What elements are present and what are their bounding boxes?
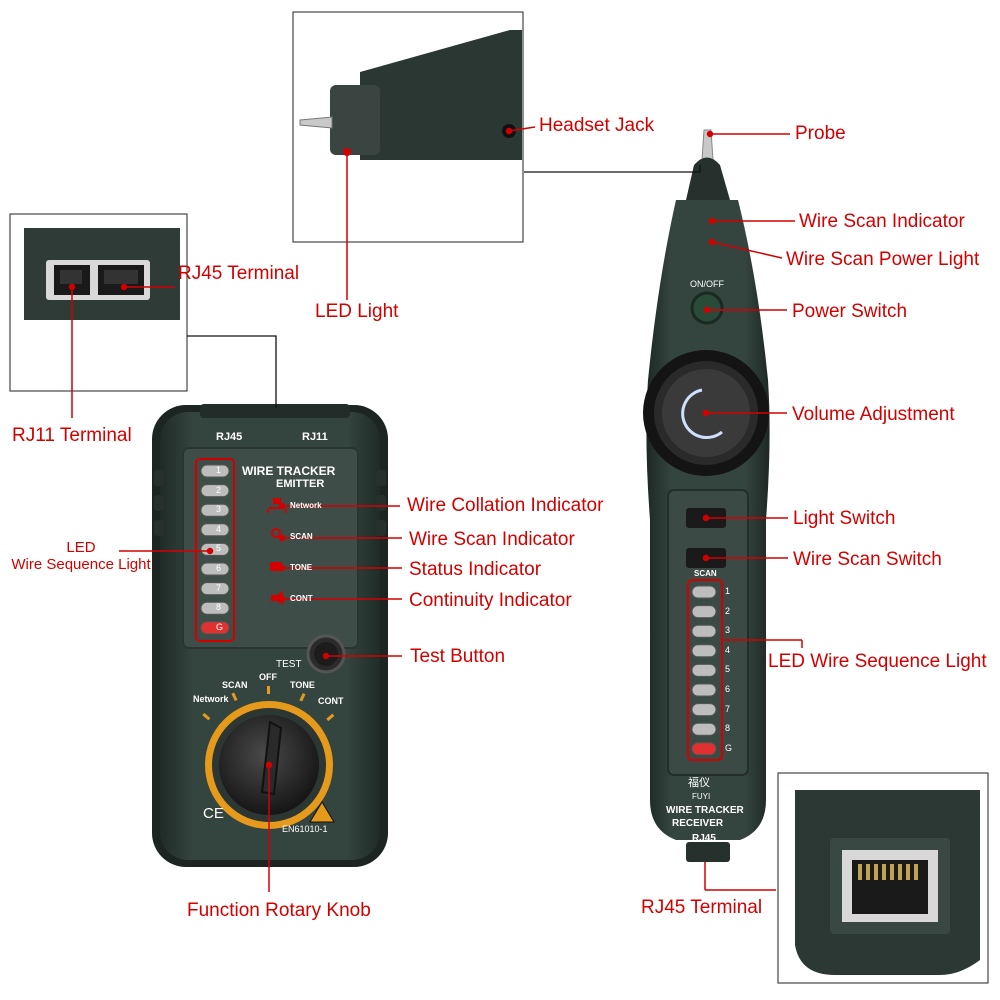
dial-tick-marks: [202, 686, 335, 722]
receiver-led-label-2: 2: [725, 605, 731, 616]
receiver-port-label: RJ45: [692, 833, 716, 844]
emitter-led-label-1: 1: [216, 465, 222, 475]
emitter-led-8: [200, 601, 230, 615]
callout-leaders: [68, 126, 803, 892]
emitter-indicator-scan: SCAN: [290, 532, 313, 541]
emitter-led-label-4: 4: [216, 523, 222, 534]
emitter-dial-network: Network: [193, 694, 229, 704]
callout-light-switch: Light Switch: [793, 508, 896, 529]
emitter-ce-mark: CE: [203, 805, 224, 822]
callout-continuity-indicator: Continuity Indicator: [409, 590, 572, 611]
receiver-led-label-4: 4: [725, 644, 731, 655]
emitter-led-5: [200, 542, 230, 556]
emitter-led-2: [200, 484, 230, 498]
emitter-test-label: TEST: [276, 659, 302, 670]
receiver-brand-cn: 福仪: [688, 777, 710, 789]
callout-wire-scan-power-light: Wire Scan Power Light: [786, 249, 980, 270]
callout-headset-jack: Headset Jack: [539, 115, 655, 136]
emitter-dial-scan: SCAN: [222, 680, 248, 690]
emitter-led-label-5: 5: [216, 543, 222, 554]
callout-wire-scan-indicator-receiver: Wire Scan Indicator: [799, 211, 965, 232]
receiver-led-6: [691, 683, 717, 697]
receiver-led-G: [691, 742, 717, 756]
emitter-led-column: [200, 464, 230, 635]
callout-led-line1: LED: [66, 539, 96, 556]
emitter-led-label-8: 8: [216, 602, 222, 613]
emitter-led-label-G: G: [216, 621, 224, 632]
emitter-led-label-2: 2: [216, 484, 222, 495]
callout-rj45-terminal-top: RJ45 Terminal: [178, 263, 300, 284]
emitter-title-2: EMITTER: [276, 478, 325, 490]
receiver-led-label-8: 8: [725, 723, 731, 734]
inset-connector-lines: [187, 165, 701, 408]
receiver-title-2: RECEIVER: [672, 818, 724, 829]
inset-emitter-ports: [9, 213, 188, 392]
emitter-standard: EN61010-1: [282, 824, 328, 834]
emitter-led-label-6: 6: [216, 563, 222, 573]
callout-wire-collation-indicator: Wire Collation Indicator: [407, 495, 604, 516]
emitter-led-7: [200, 582, 230, 596]
receiver-led-label-G: G: [725, 742, 733, 753]
inset-headset-jack: [292, 11, 524, 243]
receiver-led-7: [691, 703, 717, 717]
emitter-led-4: [200, 523, 230, 537]
receiver-led-1: [691, 585, 717, 599]
emitter-rj11-tab: RJ11: [302, 431, 328, 443]
receiver-led-label-1: 1: [725, 586, 731, 596]
emitter-title-1: WIRE TRACKER: [242, 464, 336, 478]
receiver-power-label: ON/OFF: [690, 279, 724, 289]
callout-led-light: LED Light: [315, 301, 399, 322]
callout-volume-adjustment: Volume Adjustment: [792, 404, 955, 425]
callout-rj45-terminal-bottom: RJ45 Terminal: [641, 897, 763, 918]
emitter-dial-off: OFF: [259, 672, 277, 682]
warning-icon: [309, 801, 335, 823]
emitter-led-3: [200, 503, 230, 517]
callout-rj11-terminal: RJ11 Terminal: [12, 425, 132, 446]
receiver-led-2: [691, 605, 717, 619]
callout-wire-scan-switch: Wire Scan Switch: [793, 549, 942, 570]
receiver-led-3: [691, 624, 717, 638]
receiver-led-label-7: 7: [725, 703, 731, 714]
callout-led-wire-sequence-light-receiver: LED Wire Sequence Light: [768, 651, 987, 672]
receiver-brand: FUYI: [692, 792, 711, 801]
emitter-indicator-cont: CONT: [290, 594, 313, 603]
emitter-dial-tone: TONE: [290, 680, 315, 690]
emitter-led-1: [200, 464, 230, 478]
emitter-indicator-tone: TONE: [290, 563, 313, 572]
receiver-led-5: [691, 663, 717, 677]
callout-status-indicator: Status Indicator: [409, 559, 542, 580]
receiver-led-label-6: 6: [725, 684, 731, 694]
callout-led-line2: Wire Sequence Light: [11, 556, 151, 574]
callout-led-wire-sequence-light-emitter: LED Wire Sequence Light: [4, 539, 158, 574]
callout-power-switch: Power Switch: [792, 301, 908, 322]
emitter-led-6: [200, 562, 230, 576]
callout-function-rotary-knob: Function Rotary Knob: [187, 900, 371, 921]
inset-receiver-port: [777, 772, 989, 984]
callout-wire-scan-indicator-emitter: Wire Scan Indicator: [409, 529, 575, 550]
receiver-led-label-3: 3: [725, 625, 731, 636]
receiver-device: [643, 129, 770, 862]
emitter-rj45-tab: RJ45: [216, 431, 243, 443]
receiver-title-1: WIRE TRACKER: [666, 805, 744, 816]
emitter-led-label-7: 7: [216, 582, 222, 593]
receiver-scan-label: SCAN: [694, 569, 717, 578]
receiver-led-column: [691, 585, 717, 756]
emitter-led-label-3: 3: [216, 504, 222, 515]
emitter-side-grips: [154, 470, 386, 536]
receiver-led-8: [691, 722, 717, 736]
network-icon: [267, 498, 287, 513]
emitter-led-G: [200, 621, 230, 635]
callout-probe: Probe: [795, 123, 846, 144]
emitter-indicator-network: Network: [290, 501, 322, 510]
callout-test-button: Test Button: [410, 646, 506, 667]
receiver-led-label-5: 5: [725, 664, 731, 675]
receiver-led-4: [691, 644, 717, 658]
emitter-dial-cont: CONT: [318, 696, 344, 706]
